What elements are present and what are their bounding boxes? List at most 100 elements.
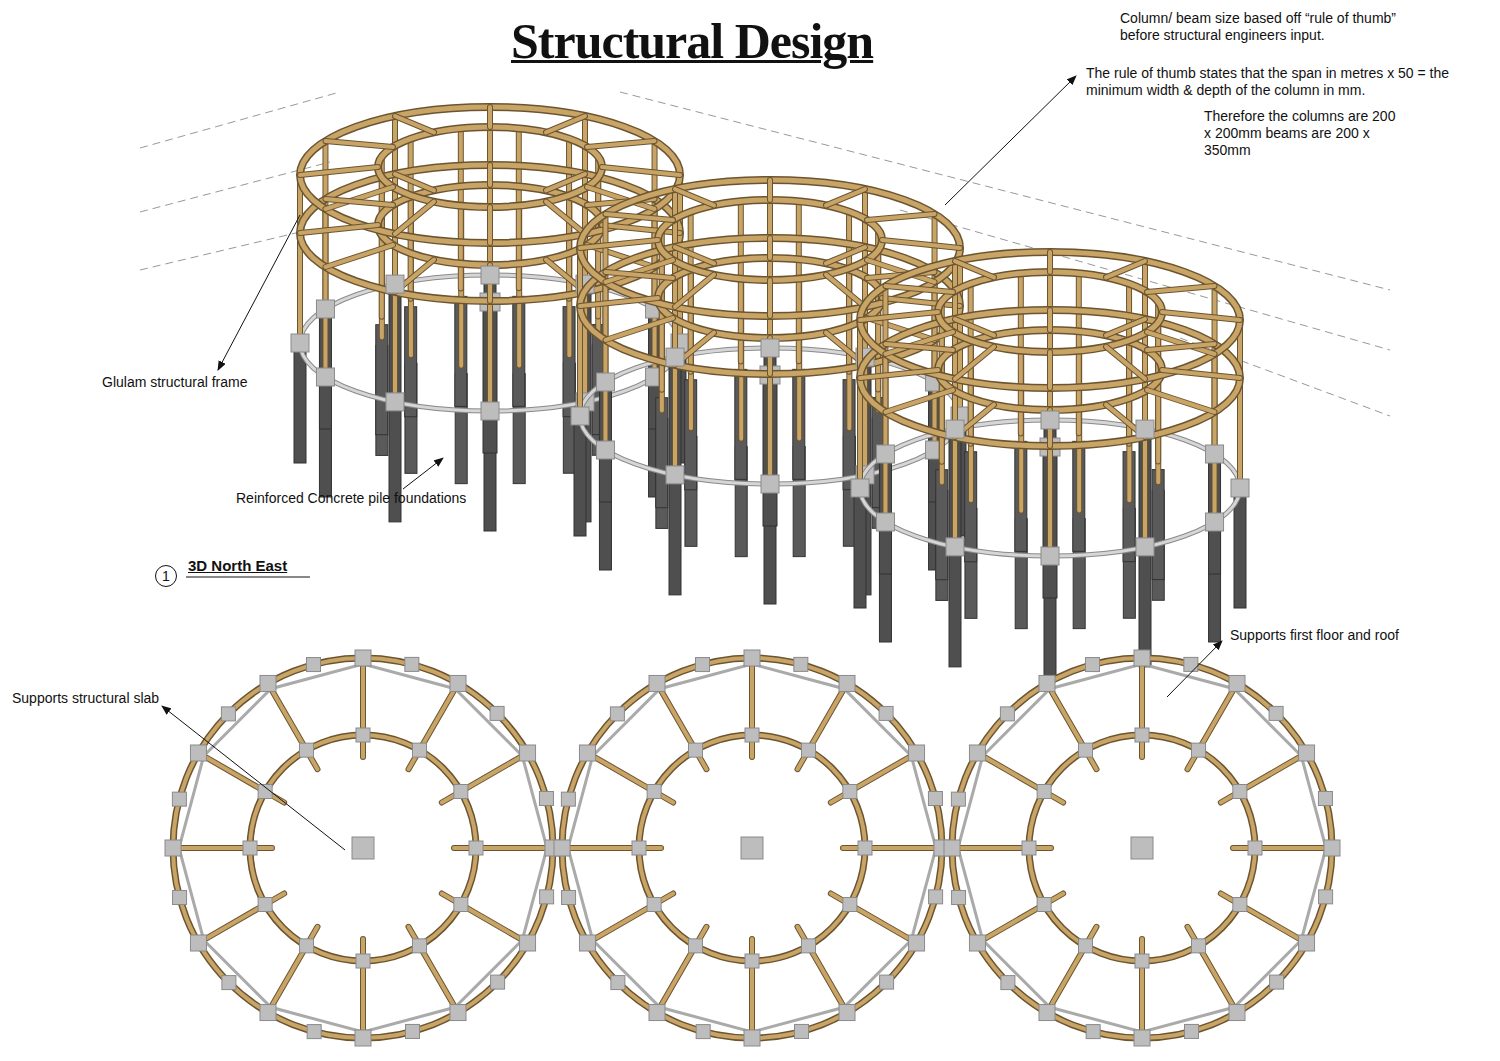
- pile-cap: [386, 393, 404, 411]
- glulam-ring: [378, 127, 602, 207]
- pile-cap: [406, 1024, 420, 1038]
- pile-cap: [1039, 1005, 1055, 1021]
- pile-cap: [649, 1005, 665, 1021]
- pile-cap: [355, 650, 371, 666]
- pile-cap: [843, 785, 857, 799]
- frame-part: [938, 272, 1162, 352]
- pile-cap: [1079, 743, 1093, 757]
- glulam-member: [1188, 683, 1238, 769]
- glulam-member: [546, 116, 585, 132]
- pile-cap: [696, 1025, 710, 1039]
- page-title: Structural Design: [511, 12, 873, 70]
- pile-cap: [880, 975, 894, 989]
- pile-cap: [745, 954, 759, 968]
- glulam-member: [653, 141, 657, 309]
- pile-cap: [1206, 513, 1224, 531]
- frame-part: [1147, 390, 1215, 412]
- pile-cap: [243, 841, 257, 855]
- callout-label: Supports first floor and roof: [1230, 627, 1399, 644]
- glulam-member: [580, 298, 658, 306]
- pile-cap: [1039, 675, 1055, 691]
- frame-part: [885, 390, 953, 412]
- glulam-member: [409, 683, 459, 769]
- frame-part: [882, 286, 888, 454]
- pile-cap: [579, 745, 595, 761]
- pile-cap: [1299, 935, 1315, 951]
- pile-cap: [794, 657, 808, 671]
- pile-cap: [610, 707, 624, 721]
- frame-part: [1047, 252, 1053, 272]
- pile-cap: [413, 939, 427, 953]
- pile-cap: [851, 479, 869, 497]
- pile-cap: [946, 420, 964, 438]
- glulam-member: [298, 175, 302, 343]
- frame-part: [657, 927, 707, 1013]
- pile-cap: [1318, 791, 1332, 805]
- pile-cap: [1248, 841, 1262, 855]
- pile-cap: [843, 898, 857, 912]
- pile-cap: [1135, 954, 1149, 968]
- pile-cap: [307, 1025, 321, 1039]
- frame-part: [860, 310, 1240, 446]
- frame-part: [1237, 320, 1243, 488]
- pile-cap: [666, 348, 684, 366]
- frame-part: [1029, 735, 1255, 961]
- concrete-pile: [1152, 470, 1164, 580]
- pile-cap: [649, 675, 665, 691]
- frame-part: [587, 141, 655, 147]
- frame-part: [767, 180, 773, 200]
- glulam-member: [955, 347, 994, 379]
- glulam-member: [1147, 332, 1215, 354]
- pile-cap: [316, 300, 334, 318]
- frame-part: [250, 735, 476, 961]
- glulam-member: [546, 174, 585, 190]
- glulam-member: [605, 318, 673, 340]
- glulam-member: [409, 927, 459, 1013]
- glulam-member: [578, 248, 582, 416]
- frame-part: [487, 107, 493, 127]
- pile-cap: [1185, 1024, 1199, 1038]
- pile-cap: [520, 935, 536, 951]
- pile-cap: [355, 1030, 371, 1046]
- pile-cap: [1229, 1005, 1245, 1021]
- concrete-pile: [936, 470, 948, 580]
- frame-part: [198, 753, 284, 803]
- frame-part: [325, 141, 393, 147]
- glulam-member: [268, 927, 318, 1013]
- pile-cap: [689, 939, 703, 953]
- pile-cap: [491, 975, 505, 989]
- callout-number: 1: [155, 565, 177, 587]
- pile-cap: [695, 658, 709, 672]
- module-3d: [571, 180, 969, 604]
- concrete-pile: [1139, 547, 1151, 667]
- glulam-member: [602, 167, 680, 175]
- pile-cap: [969, 935, 985, 951]
- frame-part: [442, 753, 528, 803]
- glulam-member: [955, 261, 994, 277]
- pile-cap: [1192, 939, 1206, 953]
- pile-cap: [909, 745, 925, 761]
- glulam-member: [933, 214, 937, 382]
- glulam-member: [198, 894, 284, 944]
- frame-part: [1147, 344, 1215, 350]
- frame-part: [860, 252, 1240, 388]
- pile-cap: [1184, 657, 1198, 671]
- frame-part: [1212, 286, 1218, 454]
- glulam-member: [1213, 286, 1217, 454]
- glulam-member: [768, 238, 772, 258]
- glulam-member: [1106, 261, 1145, 277]
- glulam-member: [885, 286, 953, 292]
- glulam-member: [1047, 927, 1097, 1013]
- glulam-member: [1162, 312, 1240, 320]
- glulam-member: [885, 332, 953, 354]
- pile-cap: [969, 745, 985, 761]
- frame-part: [268, 927, 318, 1013]
- glulam-member: [657, 927, 707, 1013]
- pile-cap: [1041, 547, 1059, 565]
- glulam-member: [442, 894, 528, 944]
- glulam-member: [587, 753, 673, 803]
- glulam-member: [603, 214, 607, 382]
- pile-cap: [1001, 976, 1015, 990]
- leader-line: [945, 76, 1076, 205]
- glulam-member: [955, 319, 994, 335]
